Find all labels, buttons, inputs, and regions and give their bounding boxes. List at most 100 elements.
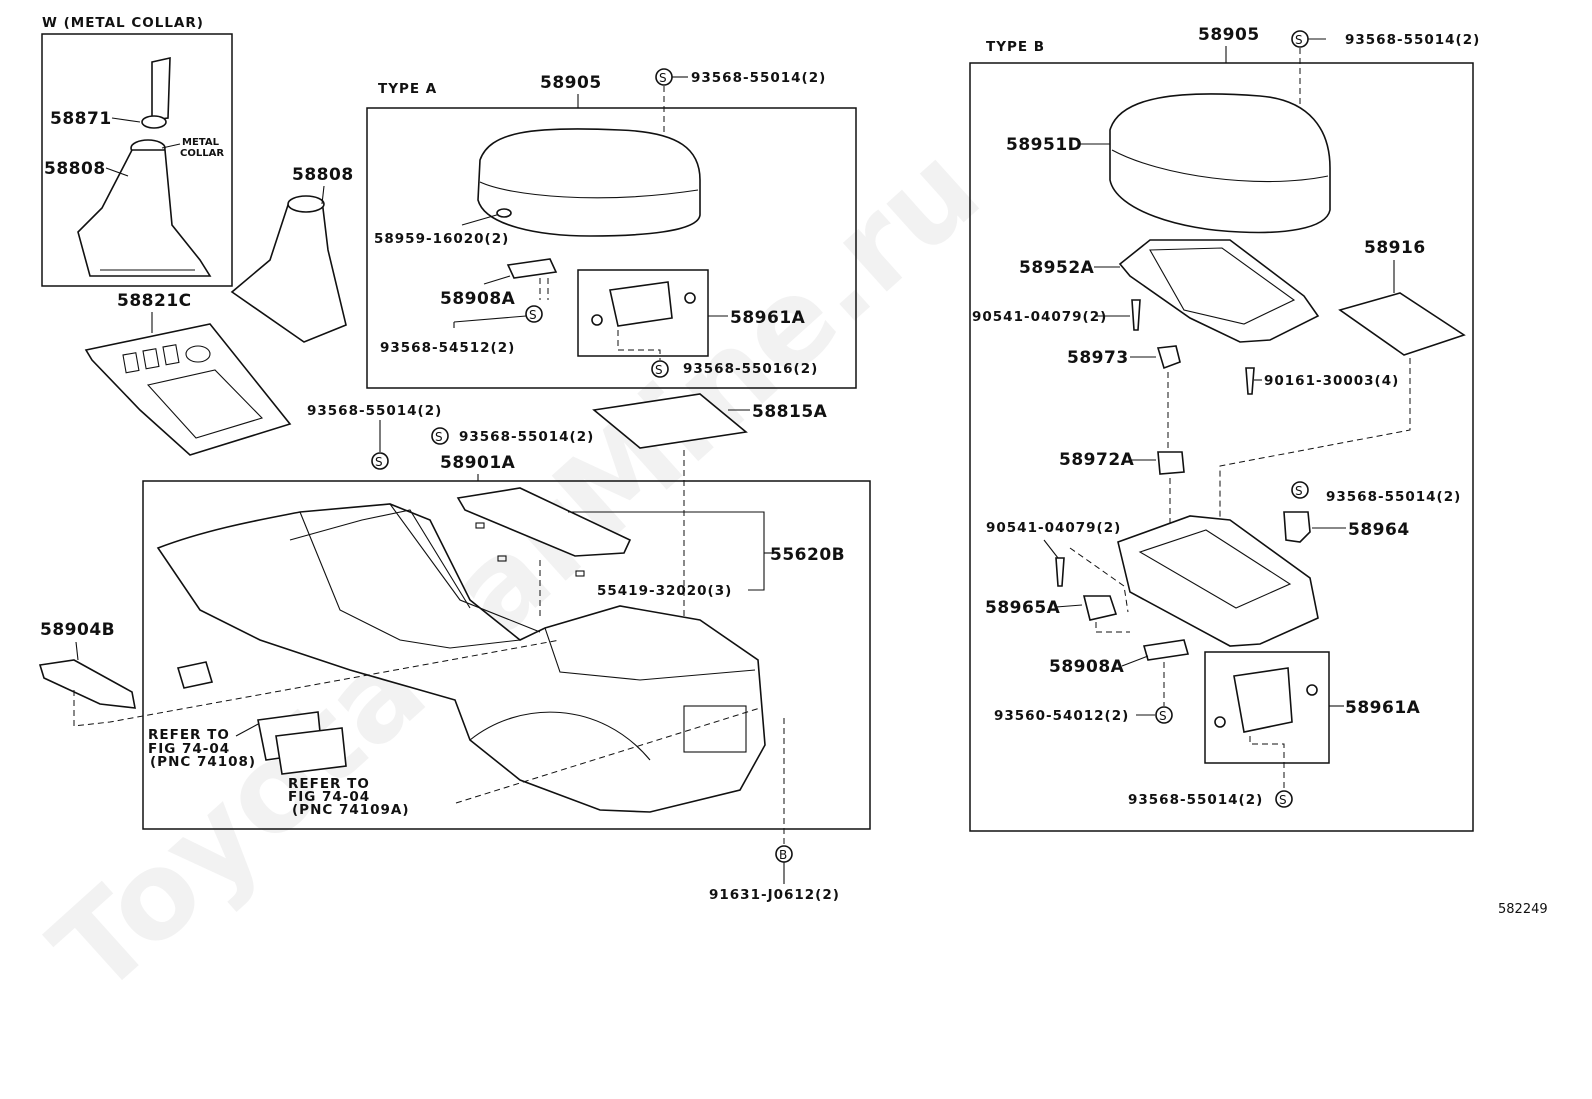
leader-metal-collar [161, 143, 181, 149]
console-box [142, 480, 871, 830]
svg-text:S: S [1295, 484, 1303, 498]
striker-58965a [1082, 595, 1118, 621]
figure-number: 582249 [1498, 902, 1548, 917]
label-93568-55014-f: 93568-55014(2) [1128, 792, 1263, 808]
screw-90161 [1245, 367, 1255, 395]
leader-58808-w [105, 167, 129, 177]
b-symbol: B [775, 845, 793, 863]
small-cover [176, 661, 214, 689]
armrest-lid-type-b [1109, 93, 1331, 234]
lid-panel-55620b [456, 487, 632, 577]
leader-refer1 [235, 721, 263, 737]
label-93560: 93560-54012(2) [994, 708, 1129, 724]
box-tray-type-b [1117, 515, 1319, 647]
leader-58959 [461, 213, 501, 226]
console-body-58901a [156, 503, 766, 813]
dash-refer2 [455, 707, 761, 804]
s-symbol-c: S [371, 452, 389, 470]
label-58908a-b: 58908A [1049, 657, 1125, 677]
shift-panel-58821c [84, 323, 292, 456]
metal-collar-note-1: METAL [182, 137, 220, 148]
label-58815a: 58815A [752, 402, 828, 422]
label-58952a: 58952A [1019, 258, 1095, 278]
latch-58961a-a [591, 281, 696, 327]
label-90541-b: 90541-04079(2) [986, 520, 1121, 536]
s-symbol-e: S [1291, 481, 1309, 499]
label-55419: 55419-32020(3) [597, 583, 732, 599]
mat-58916 [1338, 292, 1466, 356]
label-58916: 58916 [1364, 238, 1426, 258]
label-55620b: 55620B [770, 545, 845, 565]
label-58959: 58959-16020(2) [374, 231, 509, 247]
s-symbol-f: S [1275, 790, 1293, 808]
s-symbol-55016: S [651, 360, 669, 378]
label-58904b: 58904B [40, 620, 115, 640]
metal-collar-note-2: COLLAR [180, 148, 224, 159]
svg-text:S: S [659, 71, 667, 85]
label-58972a: 58972A [1059, 450, 1135, 470]
inner-lid-58952a [1118, 239, 1320, 343]
leader-58904b [75, 641, 79, 661]
label-90541-a: 90541-04079(2) [972, 309, 1107, 325]
label-91631: 91631-J0612(2) [709, 887, 840, 903]
svg-text:S: S [529, 308, 537, 322]
latch-box-a [577, 269, 709, 357]
label-58808-w: 58808 [44, 159, 106, 179]
type-b-box [969, 62, 1474, 832]
svg-text:S: S [655, 363, 663, 377]
svg-text:S: S [1295, 33, 1303, 47]
shift-boot [230, 195, 347, 343]
dash-58908a-a [539, 278, 549, 300]
label-58808: 58808 [292, 165, 354, 185]
cushion-58959 [496, 208, 512, 218]
label-93568-55014-d: 93568-55014(2) [459, 429, 594, 445]
clip-58973 [1156, 345, 1181, 370]
svg-text:S: S [1159, 709, 1167, 723]
svg-text:S: S [375, 455, 383, 469]
label-58908a-a: 58908A [440, 289, 516, 309]
screw-90541-a [1131, 299, 1141, 331]
refer2-line1: REFER TO [288, 776, 370, 792]
label-58901a: 58901A [440, 453, 516, 473]
label-58951d: 58951D [1006, 135, 1082, 155]
label-58961a-b: 58961A [1345, 698, 1421, 718]
label-93568-55016: 93568-55016(2) [683, 361, 818, 377]
refer1-line1: REFER TO [148, 727, 230, 743]
label-58871: 58871 [50, 109, 112, 129]
s-symbol-d: S [431, 427, 449, 445]
label-58905-a: 58905 [540, 73, 602, 93]
label-58965a: 58965A [985, 598, 1061, 618]
label-93568-55014-b: 93568-55014(2) [1345, 32, 1480, 48]
label-90161: 90161-30003(4) [1264, 373, 1399, 389]
label-93568-55014-a: 93568-55014(2) [691, 70, 826, 86]
w-metal-collar-title: W (METAL COLLAR) [42, 15, 204, 31]
latch-box-b [1204, 651, 1330, 764]
s-symbol-b: S [1291, 30, 1309, 48]
label-58821c: 58821C [117, 291, 192, 311]
shift-knob-boot-w [77, 56, 212, 277]
label-93568-55014-c: 93568-55014(2) [307, 403, 442, 419]
latch-58908a-a [506, 258, 558, 279]
s-symbol-54512: S [525, 305, 543, 323]
label-58973: 58973 [1067, 348, 1129, 368]
type-a-title: TYPE A [378, 81, 437, 97]
w-metal-collar-box [41, 33, 233, 287]
leader-93568-54512 [453, 315, 527, 328]
leader-58965a [1055, 604, 1083, 608]
refer2-line3: (PNC 74109A) [292, 802, 410, 818]
svg-text:S: S [1279, 793, 1287, 807]
clip-58972a [1157, 451, 1185, 475]
screw-90541-b [1055, 557, 1065, 587]
trim-58904b [38, 659, 136, 709]
refer1-line3: (PNC 74108) [150, 754, 256, 770]
label-58905-b: 58905 [1198, 25, 1260, 45]
leader-90541-b [1043, 539, 1059, 559]
svg-text:B: B [779, 848, 787, 862]
leader-58908a-b [1121, 655, 1149, 667]
dash-58961a-a [617, 330, 661, 360]
armrest-lid-type-a [477, 128, 701, 237]
s-symbol-a: S [655, 68, 673, 86]
dash-58961a-b [1249, 736, 1285, 790]
